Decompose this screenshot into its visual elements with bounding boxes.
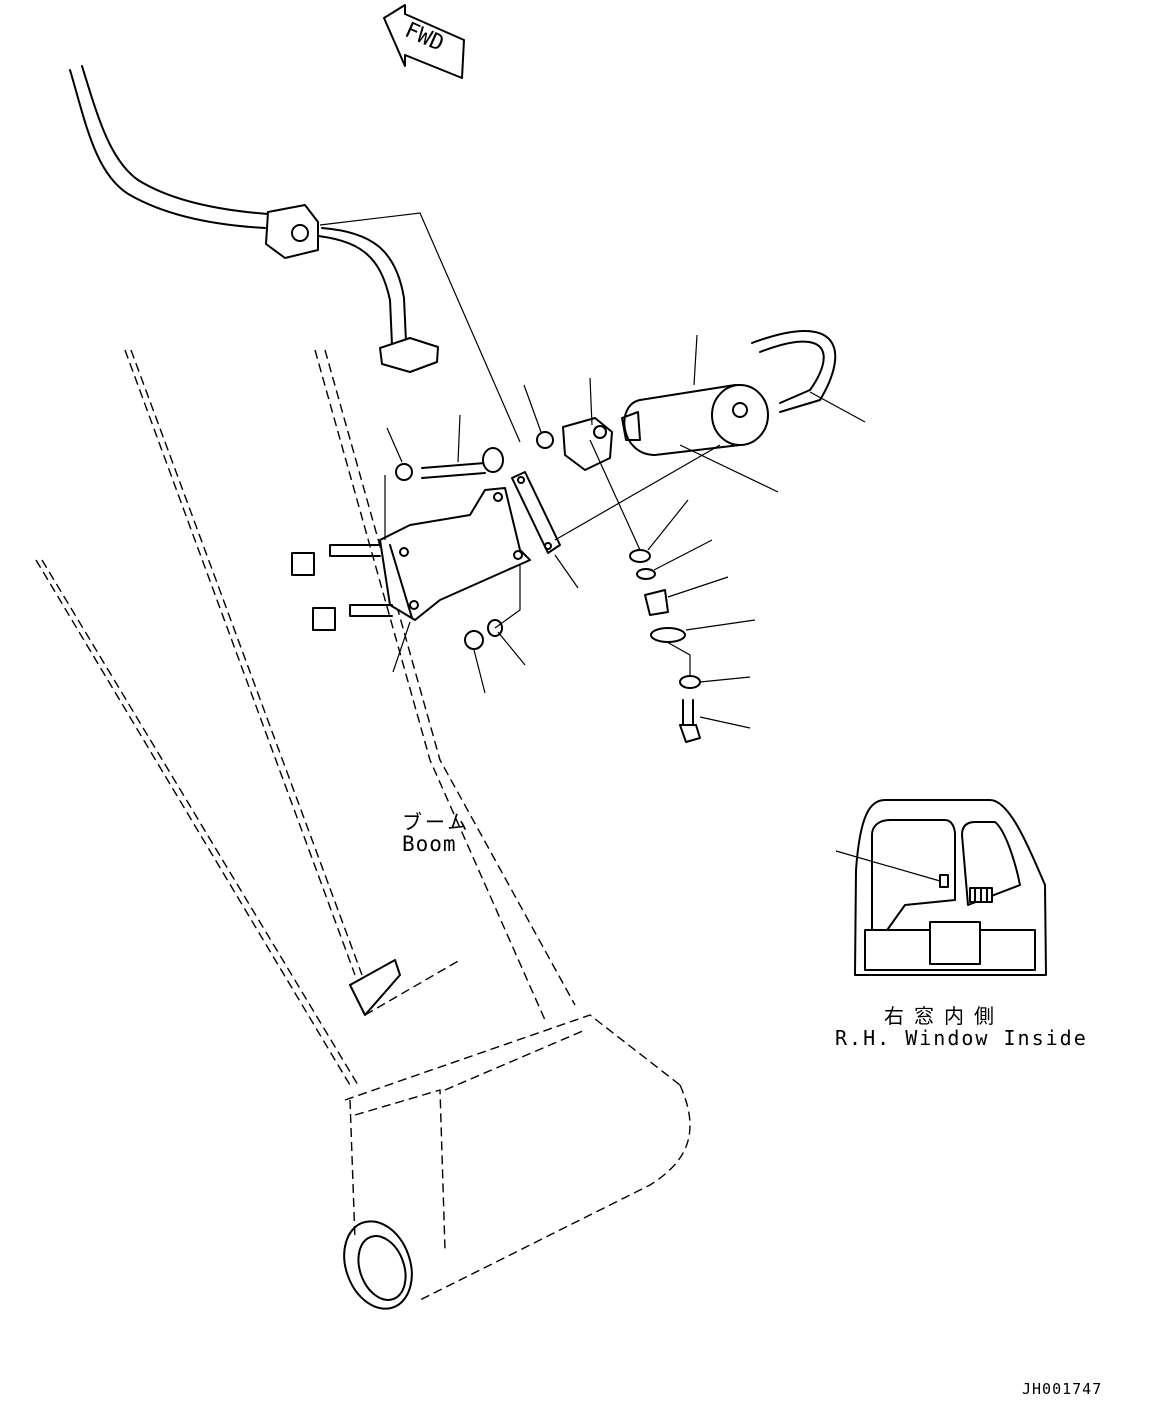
hydraulic-hose	[69, 65, 521, 443]
cab-inset	[835, 799, 1047, 976]
leader-lines	[386, 334, 866, 729]
u-bolt	[751, 330, 837, 413]
plate	[511, 471, 561, 554]
inset-caption-en: R.H. Window Inside	[835, 1026, 1088, 1050]
pressure-switch	[536, 417, 613, 471]
drawing-id: JH001747	[1022, 1380, 1103, 1398]
bolt-assembly	[384, 447, 521, 650]
inset-caption-jp: 右窓内側	[884, 1004, 1004, 1028]
accumulator	[621, 384, 769, 456]
boom-label-jp: ブーム	[402, 810, 471, 834]
mounting-bracket	[291, 487, 531, 631]
small-parts	[554, 439, 721, 743]
fwd-arrow-icon: FWD	[383, 4, 465, 79]
boom-outline	[35, 349, 691, 1310]
boom-label-en: Boom	[402, 832, 457, 856]
